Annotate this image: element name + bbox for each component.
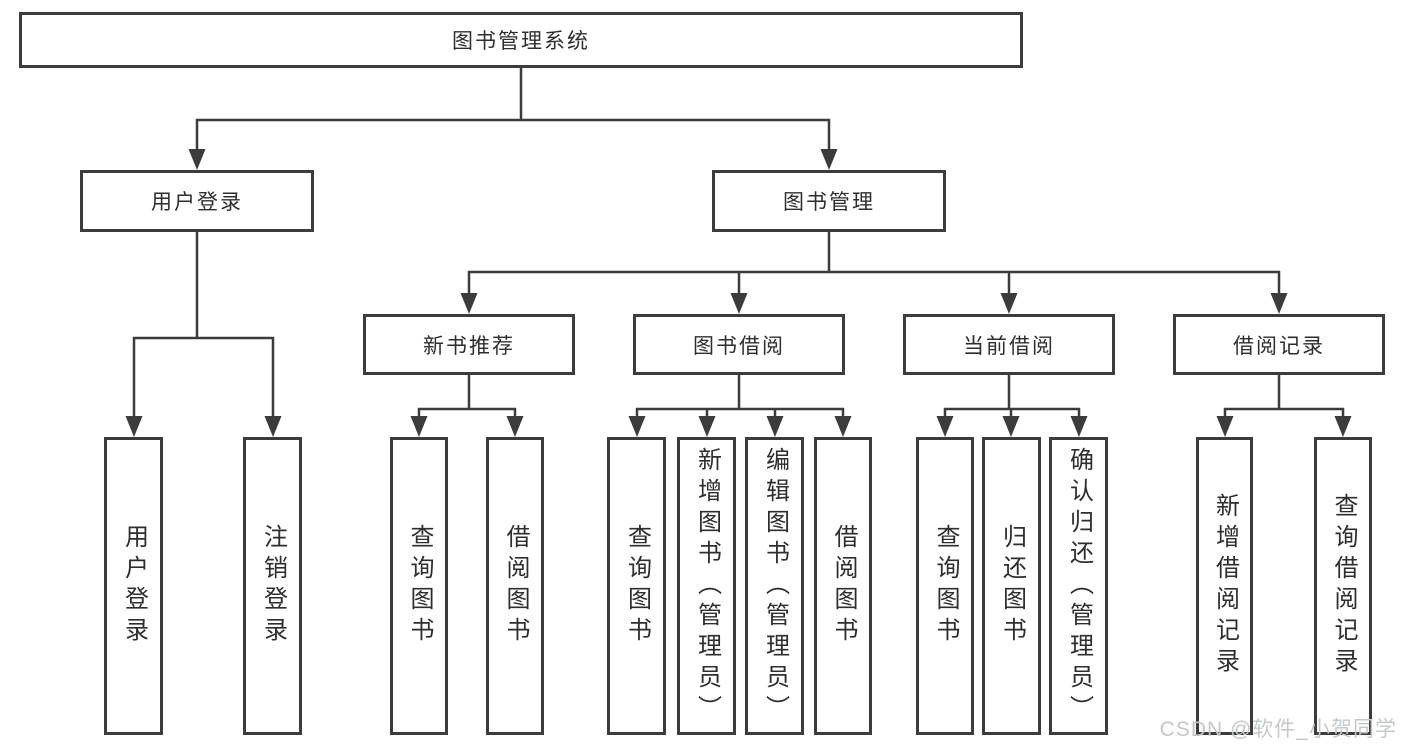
leaf-add-borrow-record: 新增借阅记录 bbox=[1196, 437, 1253, 735]
node-library-management-system: 图书管理系统 bbox=[19, 12, 1023, 68]
node-borrowing-records: 借阅记录 bbox=[1173, 314, 1385, 375]
leaf-query-books-borrowing: 查询图书 bbox=[607, 437, 666, 735]
node-new-book-recommend: 新书推荐 bbox=[363, 314, 575, 375]
leaf-confirm-return-admin: 确认归还（管理员） bbox=[1049, 437, 1108, 735]
leaf-user-login: 用户登录 bbox=[104, 437, 163, 735]
leaf-edit-books-admin: 编辑图书（管理员） bbox=[745, 437, 804, 735]
watermark: CSDN @软件_小贺同学 bbox=[1159, 718, 1397, 741]
leaf-borrow-books-borrowing: 借阅图书 bbox=[814, 437, 872, 735]
leaf-query-books-current: 查询图书 bbox=[916, 437, 974, 735]
node-user-login: 用户登录 bbox=[80, 170, 314, 232]
leaf-query-books-recommend: 查询图书 bbox=[390, 437, 448, 735]
leaf-borrow-books-recommend: 借阅图书 bbox=[486, 437, 544, 735]
leaf-return-books: 归还图书 bbox=[982, 437, 1041, 735]
leaf-query-borrow-record: 查询借阅记录 bbox=[1314, 437, 1372, 735]
leaf-logout: 注销登录 bbox=[243, 437, 302, 735]
node-book-management: 图书管理 bbox=[712, 170, 946, 232]
node-current-borrowing: 当前借阅 bbox=[903, 314, 1115, 375]
node-book-borrowing: 图书借阅 bbox=[633, 314, 845, 375]
leaf-add-books-admin: 新增图书（管理员） bbox=[677, 437, 736, 735]
